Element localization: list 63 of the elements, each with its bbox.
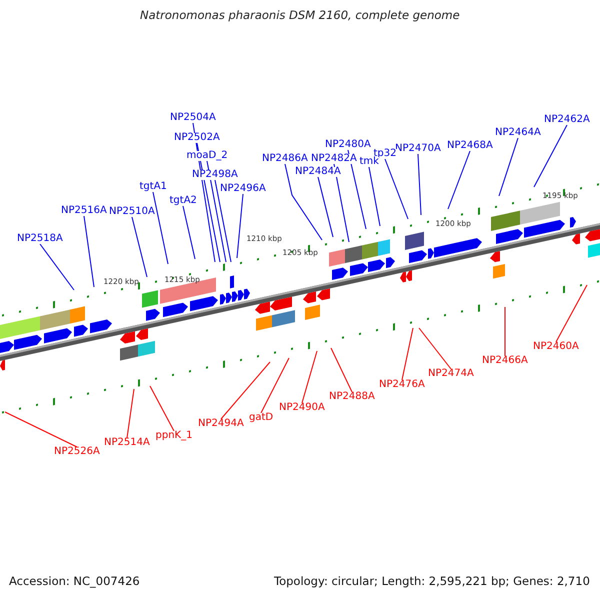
gene-label: NP2496A (220, 184, 266, 194)
leader-line (236, 194, 244, 258)
leader-line (284, 164, 322, 240)
leader-line (384, 158, 408, 220)
gene-label: NP2518A (17, 234, 63, 244)
gene-label: NP2466A (482, 356, 528, 366)
gene-label: tgtA1 (140, 182, 167, 192)
leader-line (498, 138, 518, 196)
gene-label: NP2476A (379, 380, 425, 390)
gene-label: NP2498A (192, 170, 238, 180)
gene-label: NP2488A (329, 392, 375, 402)
footer-text: Accession: NC_007426 (9, 576, 140, 588)
gene-label: tmk (360, 157, 379, 167)
gene-label: NP2510A (109, 207, 155, 217)
gene-label: NP2502A (174, 133, 220, 143)
gene-label: NP2480A (325, 140, 371, 150)
gene-label: NP2516A (61, 206, 107, 216)
leader-line (152, 192, 168, 264)
gene-label: NP2460A (533, 342, 579, 352)
leader-line (504, 306, 506, 356)
gene-label: NP2482A (311, 154, 357, 164)
leader-line (330, 348, 352, 392)
leader-line (132, 216, 148, 278)
footer-text: Topology: circular; Length: 2,595,221 bp; Genes: 2,710 (274, 576, 590, 588)
leader-line (182, 206, 196, 260)
leader-line (206, 160, 226, 262)
leader-line (402, 328, 414, 380)
leader-line (534, 124, 568, 188)
leader-line (556, 284, 588, 342)
gene-label: tgtA2 (170, 196, 197, 206)
leader-line (150, 386, 174, 432)
gene-label: NP2464A (495, 128, 541, 138)
gene-label: NP2484A (295, 167, 341, 177)
leader-line (348, 150, 366, 230)
gene-label: ppnK_1 (156, 431, 192, 441)
gene-label: gatD (249, 413, 274, 423)
gene-label: tp32 (374, 149, 396, 159)
title: Natronomonas pharaonis DSM 2160, complete genome (140, 10, 460, 22)
gene-label: NP2486A (262, 154, 308, 164)
leader-line (260, 358, 290, 414)
gene-label: NP2470A (395, 144, 441, 154)
leader-line (418, 154, 422, 216)
gene-label: NP2474A (428, 369, 474, 379)
leader-line (84, 216, 94, 288)
leader-line (220, 362, 270, 420)
leader-line (40, 244, 74, 290)
gene-label: moaD_2 (186, 151, 228, 161)
gene-label: NP2526A (54, 447, 100, 457)
leader-line (318, 176, 334, 238)
leader-line (368, 166, 380, 226)
leader-line (418, 328, 452, 370)
leader-line (4, 412, 78, 448)
gene-label: NP2468A (447, 141, 493, 151)
gene-label: NP2514A (104, 438, 150, 448)
leader-line (448, 150, 470, 210)
gene-label: NP2504A (170, 113, 216, 123)
gene-label: NP2490A (279, 403, 325, 413)
gene-label: NP2494A (198, 419, 244, 429)
gene-label: NP2462A (544, 115, 590, 125)
leader-line (126, 388, 134, 438)
leader-line (214, 180, 232, 262)
leader-line (334, 164, 350, 242)
leader-line (302, 350, 318, 404)
